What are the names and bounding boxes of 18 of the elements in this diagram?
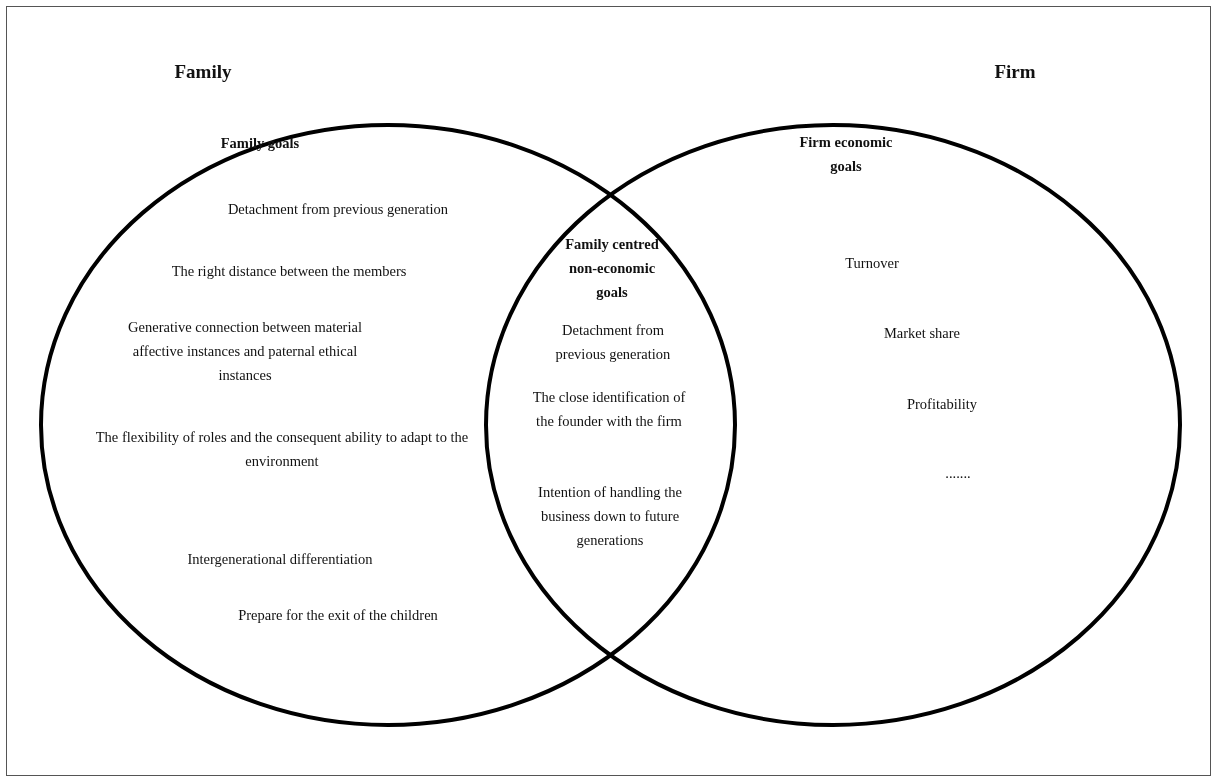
goal-item: Generative connection between material affective instances and paternal ethical instances <box>127 318 363 385</box>
goal-item: Intergenerational differentiation <box>186 550 374 569</box>
goal-item: Turnover <box>844 254 900 273</box>
goal-item: Intention of handling the business down to future generations <box>537 483 683 550</box>
set-title: Firm <box>993 60 1037 84</box>
goal-item: Profitability <box>905 395 979 414</box>
goal-item: The flexibility of roles and the consequent ability to adapt to the environment <box>94 428 470 471</box>
set-title: Family <box>173 60 233 84</box>
goal-item: ....... <box>944 464 972 483</box>
goal-item: Market share <box>882 324 962 343</box>
goal-item: Detachment from previous generation <box>226 200 450 219</box>
goal-item: The close identification of the founder with the firm <box>531 388 687 431</box>
goal-item: Prepare for the exit of the children <box>237 606 439 625</box>
goal-heading: Family centred non-economic goals <box>564 235 660 302</box>
goal-heading: Family goals <box>219 134 301 153</box>
goal-item: Detachment from previous generation <box>554 321 672 364</box>
goal-item: The right distance between the members <box>170 262 408 281</box>
goal-heading: Firm economic goals <box>798 133 894 176</box>
